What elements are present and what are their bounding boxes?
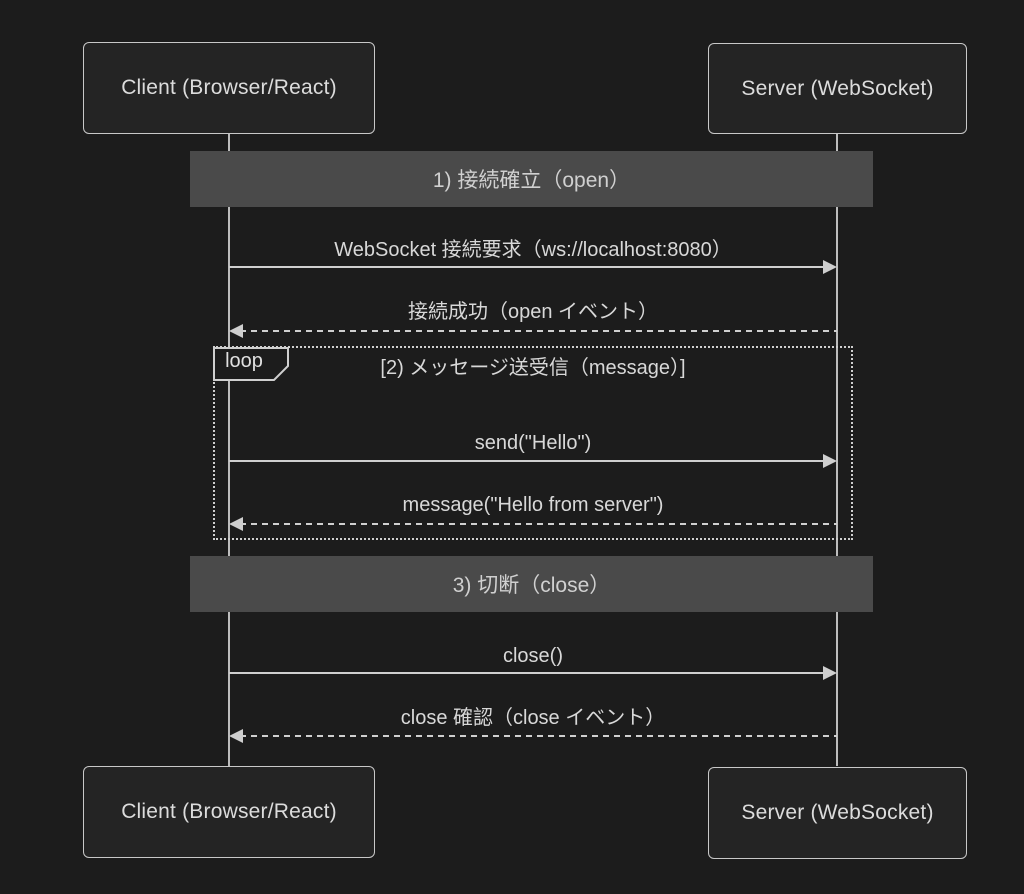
actor-client-bottom: Client (Browser/React) <box>83 766 375 858</box>
actor-server-bottom-label: Server (WebSocket) <box>741 801 934 824</box>
loop-keyword: loop <box>225 350 263 372</box>
arrow-line <box>240 735 837 737</box>
loop-frame <box>213 346 853 540</box>
message-arrow-send <box>229 454 837 468</box>
arrow-line <box>229 672 826 674</box>
section-band-open-label: 1) 接続確立（open） <box>432 169 631 192</box>
actor-server-top: Server (WebSocket) <box>708 43 967 134</box>
actor-client-bottom-label: Client (Browser/React) <box>121 800 337 823</box>
actor-client-top: Client (Browser/React) <box>83 42 375 134</box>
arrowhead-icon <box>229 729 243 743</box>
message-arrow-close-confirm <box>229 729 837 743</box>
message-label-send: send("Hello") <box>474 432 592 454</box>
message-label-server-message: message("Hello from server") <box>402 494 664 516</box>
arrowhead-icon <box>823 260 837 274</box>
message-label-close-confirm: close 確認（close イベント） <box>400 707 666 729</box>
actor-client-top-label: Client (Browser/React) <box>121 76 337 99</box>
section-band-open: 1) 接続確立（open） <box>190 151 873 207</box>
section-band-close-label: 3) 切断（close） <box>452 574 611 597</box>
message-label-close: close() <box>502 645 563 667</box>
loop-label-shape <box>213 347 289 381</box>
arrowhead-icon <box>823 454 837 468</box>
loop-label: loop <box>213 347 289 381</box>
arrowhead-icon <box>229 324 243 338</box>
arrowhead-icon <box>823 666 837 680</box>
arrow-line <box>229 266 826 268</box>
section-band-close: 3) 切断（close） <box>190 556 873 612</box>
lifeline-server <box>836 134 838 766</box>
lifeline-client <box>228 134 230 766</box>
actor-server-bottom: Server (WebSocket) <box>708 767 967 859</box>
message-label-open-success: 接続成功（open イベント） <box>407 301 659 323</box>
arrow-line <box>240 330 837 332</box>
message-arrow-close <box>229 666 837 680</box>
message-label-connect-request: WebSocket 接続要求（ws://localhost:8080） <box>334 239 732 261</box>
actor-server-top-label: Server (WebSocket) <box>741 76 934 100</box>
message-arrow-connect-request <box>229 260 837 274</box>
message-arrow-server-message <box>229 517 837 531</box>
loop-title: [2) メッセージ送受信（message）] <box>380 357 686 379</box>
arrowhead-icon <box>229 517 243 531</box>
arrow-line <box>240 523 837 525</box>
arrow-line <box>229 460 826 462</box>
message-arrow-open-success <box>229 324 837 338</box>
